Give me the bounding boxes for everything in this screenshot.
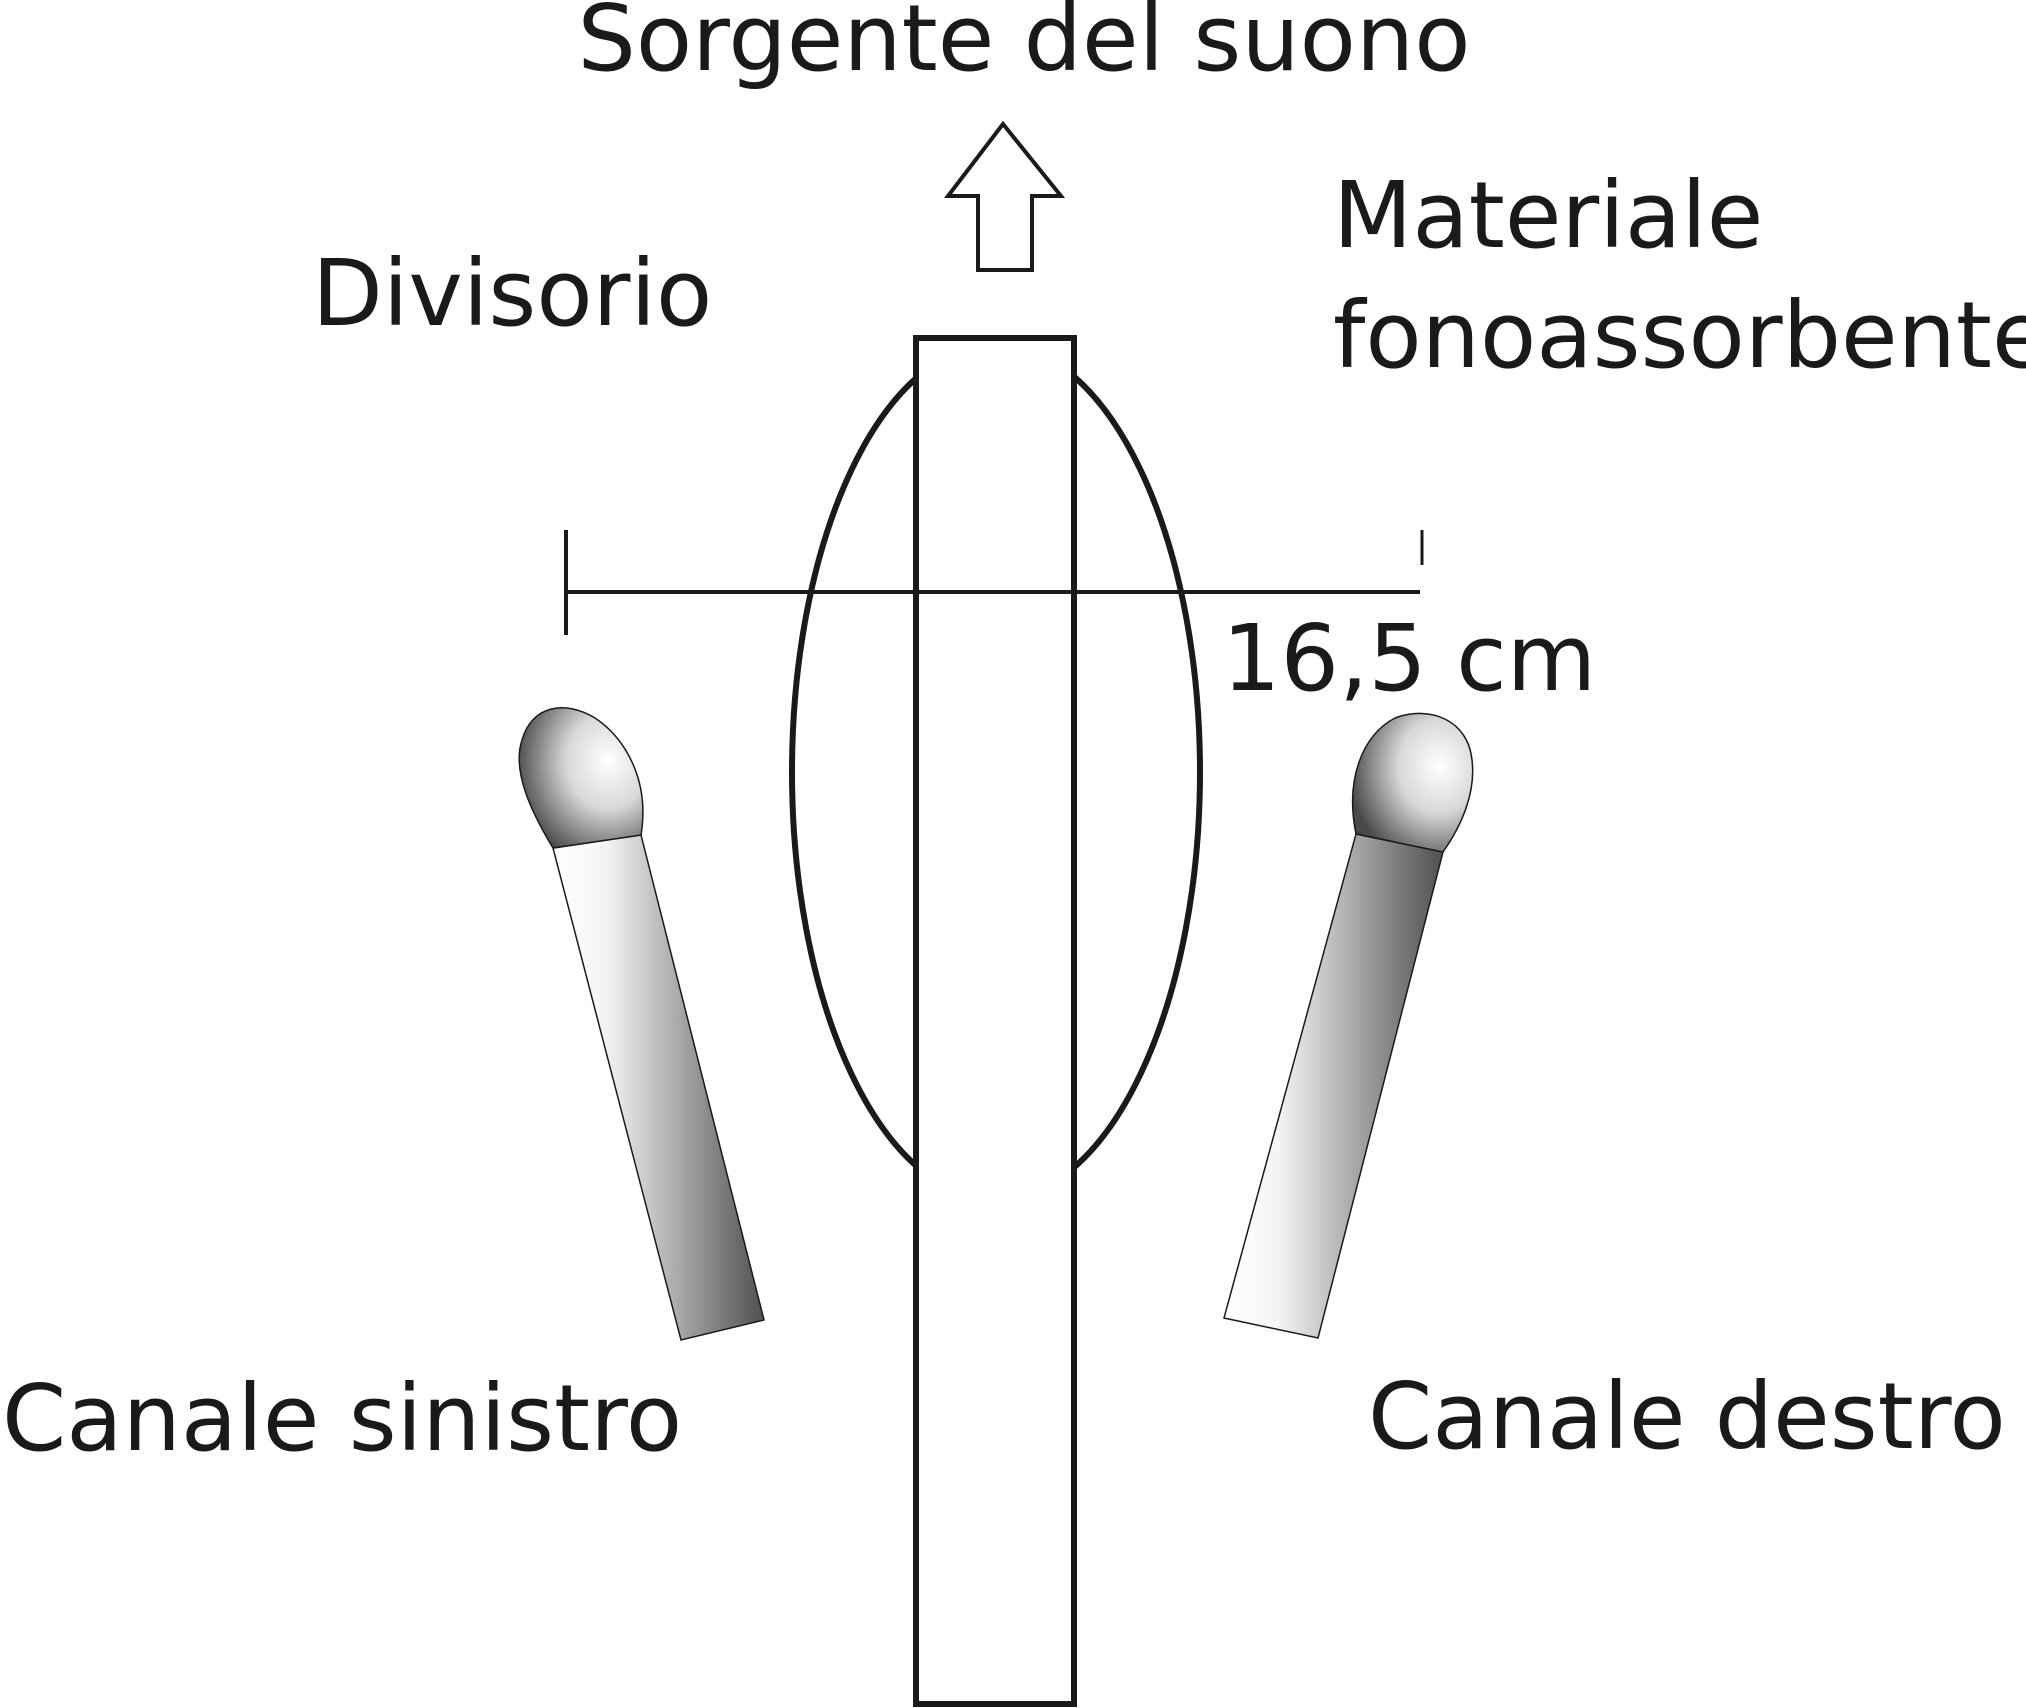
up-arrow-icon bbox=[943, 120, 1066, 272]
right-channel-label: Canale destro bbox=[1368, 1363, 2006, 1470]
left-microphone-head bbox=[518, 707, 644, 849]
absorbent-material-label-line-1: Materiale bbox=[1333, 162, 1763, 269]
sound-source-label: Sorgente del suono bbox=[577, 0, 1470, 92]
divider-panel bbox=[913, 335, 1077, 1707]
divider-label: Divisorio bbox=[312, 240, 712, 347]
left-microphone bbox=[518, 707, 765, 1341]
left-channel-label: Canale sinistro bbox=[2, 1365, 682, 1472]
dimension-label: 16,5 cm bbox=[1222, 605, 1596, 712]
microphone-icon bbox=[552, 834, 765, 1341]
absorbent-material-label-line-2: fonoassorbente bbox=[1333, 282, 2026, 389]
dimension-line bbox=[564, 530, 1424, 635]
right-microphone-head bbox=[1352, 712, 1474, 853]
absorbent-material-label: Materiale fonoassorbente bbox=[1333, 162, 2026, 389]
microphone-icon bbox=[1223, 833, 1444, 1339]
right-microphone bbox=[1223, 712, 1474, 1339]
